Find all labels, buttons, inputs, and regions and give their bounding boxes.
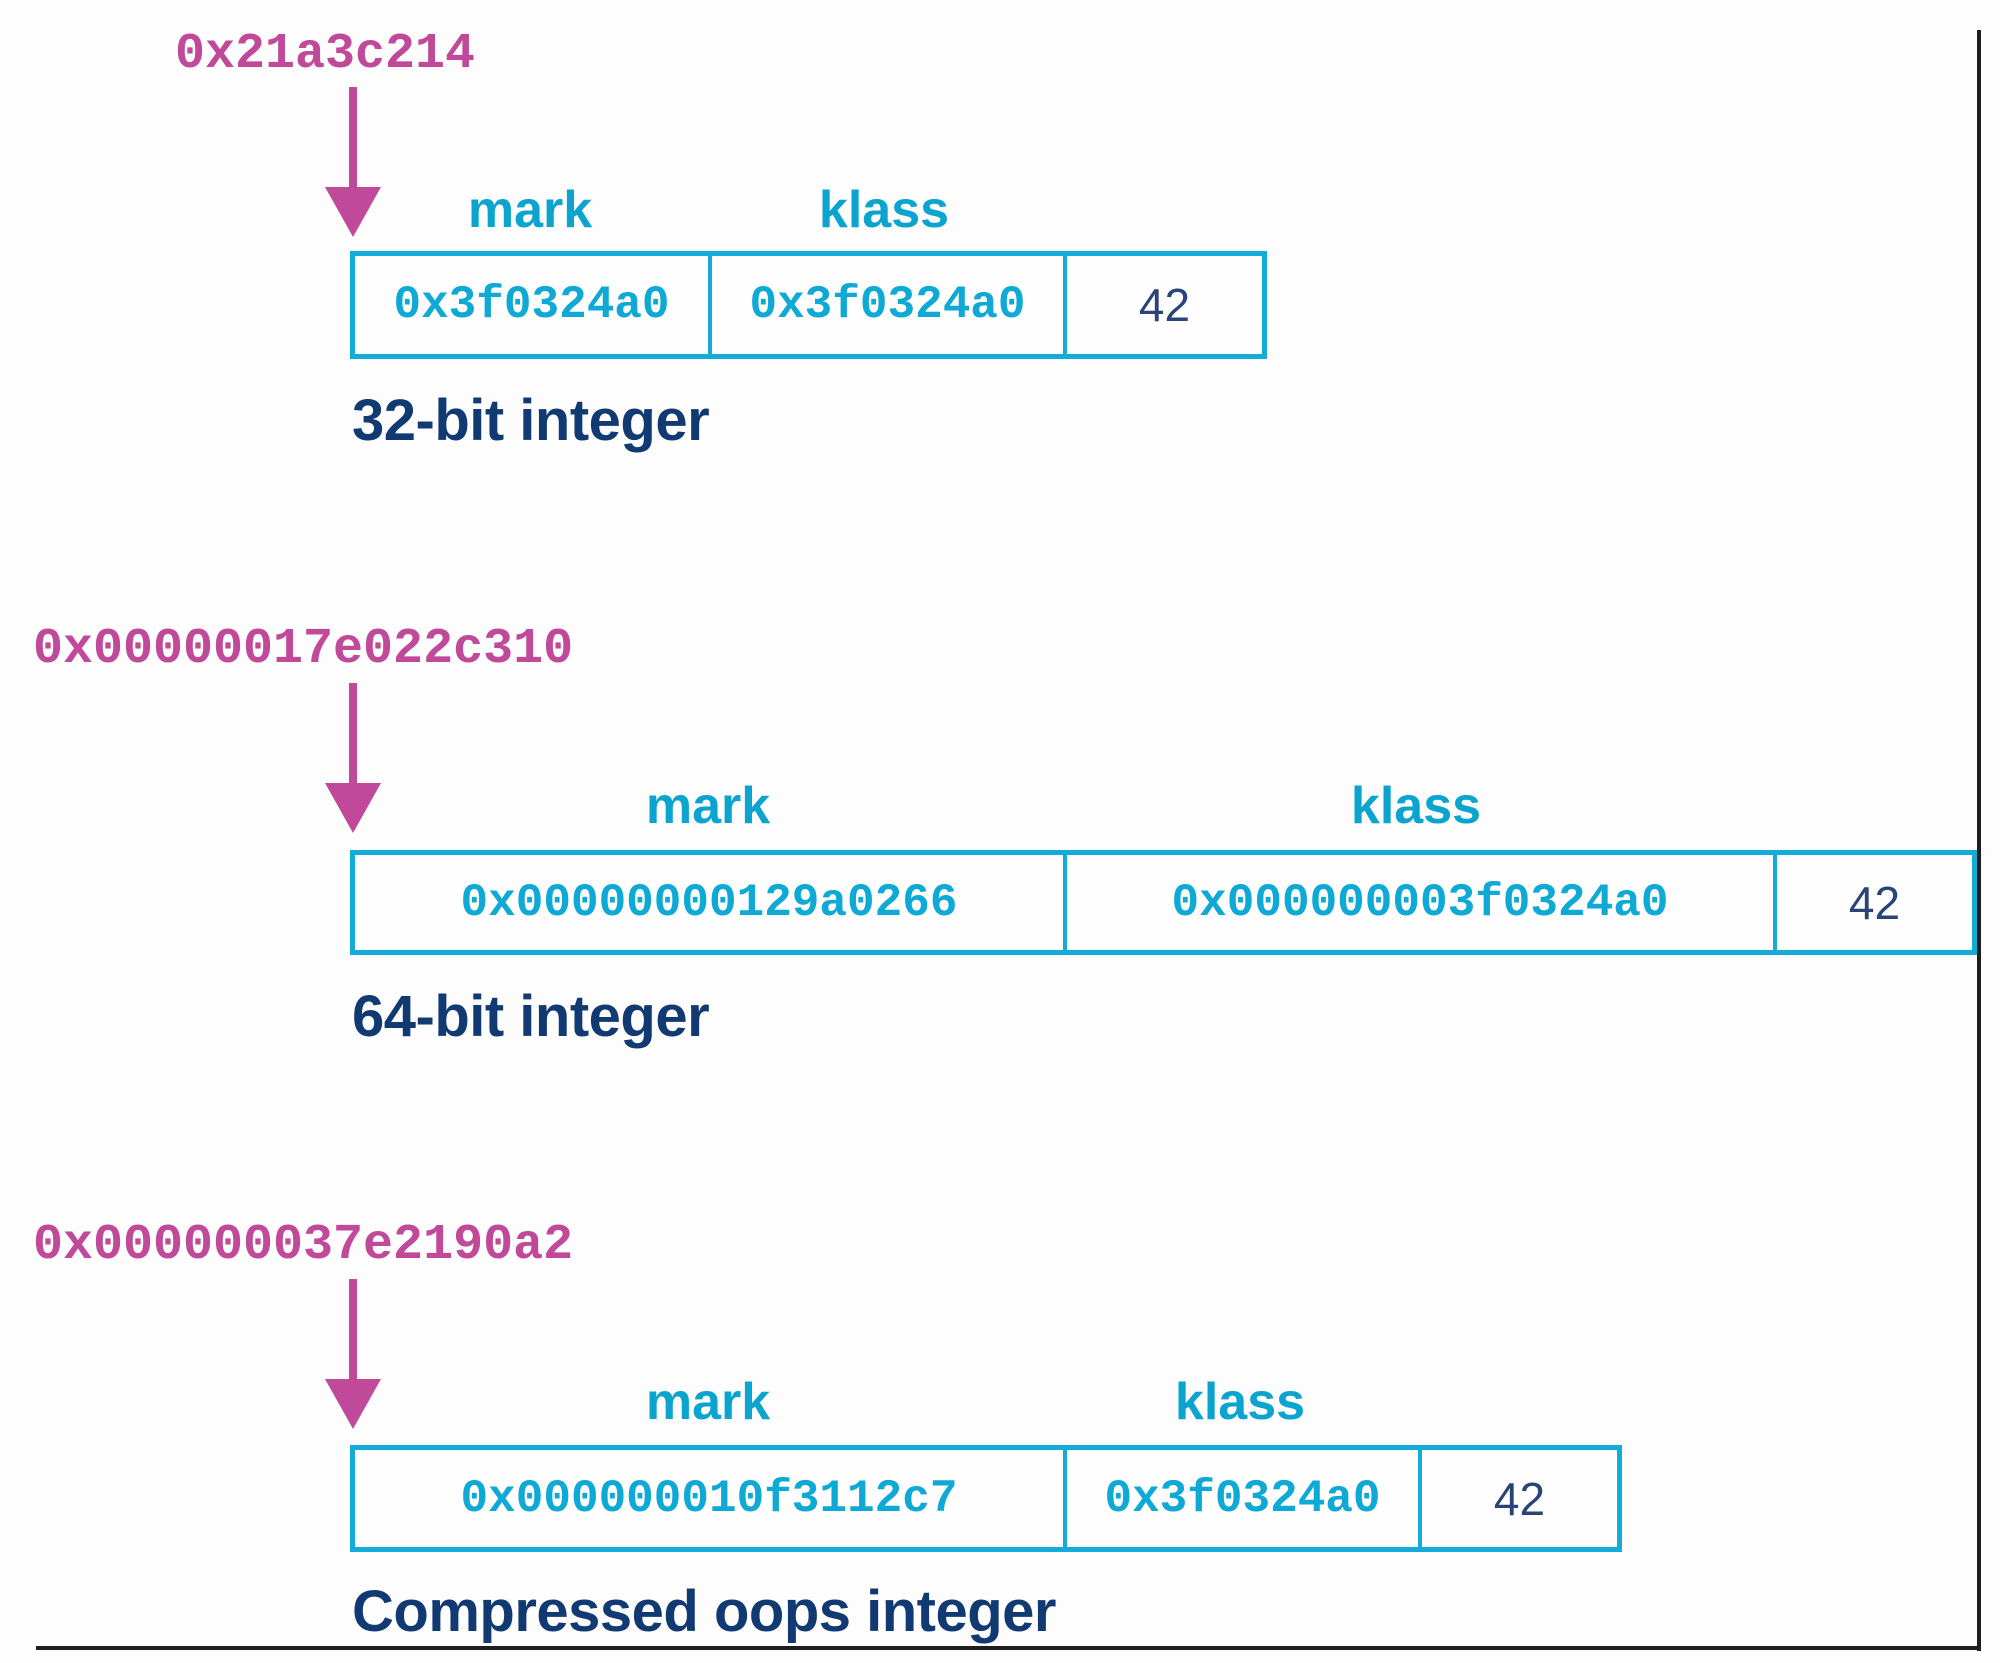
mark-label: mark bbox=[645, 777, 771, 835]
int-field-cell: 42 bbox=[1138, 279, 1191, 331]
int-field-cell: 42 bbox=[1848, 876, 1901, 929]
mark-label: mark bbox=[645, 1373, 771, 1431]
klass-pointer-cell: 0x000000003f0324a0 bbox=[1067, 855, 1777, 950]
object-layout-box: 0x00000000129a0266 0x000000003f0324a0 42 bbox=[350, 850, 1977, 955]
down-arrow-icon bbox=[323, 87, 383, 239]
object-address: 0x21a3c214 bbox=[175, 26, 476, 83]
klass-label: klass bbox=[818, 181, 950, 239]
down-arrow-icon bbox=[323, 683, 383, 835]
object-layout-box: 0x000000010f3112c7 0x3f0324a0 42 bbox=[350, 1445, 1622, 1552]
klass-pointer-cell: 0x3f0324a0 bbox=[712, 256, 1067, 354]
layout-caption: 64-bit integer bbox=[352, 984, 710, 1049]
mark-word-cell: 0x000000010f3112c7 bbox=[355, 1450, 1067, 1547]
layout-caption: Compressed oops integer bbox=[352, 1579, 1056, 1644]
int-field-cell: 42 bbox=[1493, 1472, 1546, 1525]
mark-label: mark bbox=[467, 181, 593, 239]
layout-caption: 32-bit integer bbox=[352, 388, 710, 453]
frame-right-border bbox=[1977, 30, 1981, 1651]
klass-label: klass bbox=[1350, 777, 1482, 835]
frame-bottom-border bbox=[36, 1646, 1981, 1650]
object-layout-box: 0x3f0324a0 0x3f0324a0 42 bbox=[350, 251, 1267, 359]
object-address: 0x00000017e022c310 bbox=[33, 621, 574, 678]
klass-label: klass bbox=[1174, 1373, 1306, 1431]
down-arrow-icon bbox=[323, 1279, 383, 1431]
object-address: 0x000000037e2190a2 bbox=[33, 1217, 574, 1274]
klass-pointer-cell: 0x3f0324a0 bbox=[1067, 1450, 1422, 1547]
mark-word-cell: 0x00000000129a0266 bbox=[355, 855, 1067, 950]
mark-word-cell: 0x3f0324a0 bbox=[355, 256, 712, 354]
